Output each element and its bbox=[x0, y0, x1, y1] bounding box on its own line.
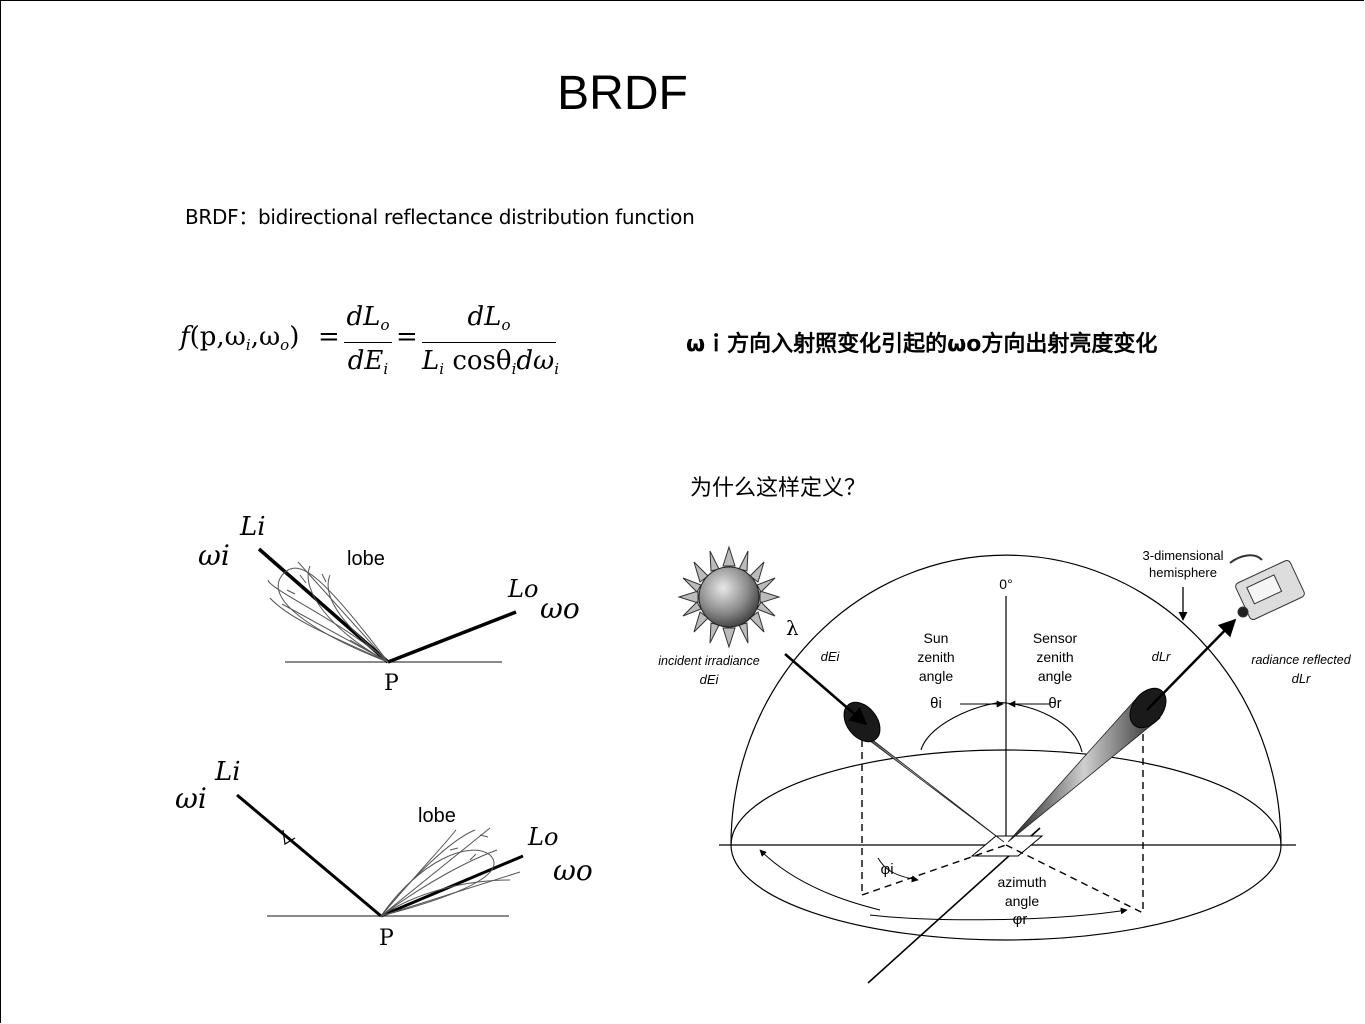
hemisphere-label-line2: hemisphere bbox=[1149, 565, 1217, 580]
lobe-shape-bottom bbox=[380, 827, 521, 917]
incident-ray-bottom bbox=[236, 793, 382, 918]
li-label-top: Li bbox=[239, 512, 266, 542]
lobe-diagram-bottom bbox=[236, 793, 524, 918]
den2-cos: cos bbox=[452, 346, 496, 376]
den2-L: L bbox=[422, 346, 440, 376]
lobe-label-bottom: lobe bbox=[418, 805, 456, 827]
reflected-ray-bottom bbox=[380, 854, 524, 918]
formula-equals-2: = bbox=[396, 322, 418, 352]
lo-label-top: Lo bbox=[507, 575, 538, 603]
incident-arrow-bottom bbox=[282, 829, 296, 845]
den1-text: dE bbox=[347, 346, 384, 376]
den2-domega-sub: i bbox=[554, 360, 560, 378]
den2-L-sub: i bbox=[439, 360, 445, 378]
azimuth-line1: azimuth bbox=[997, 874, 1046, 890]
fraction-2-bar bbox=[422, 342, 556, 343]
phi-i-label: φi bbox=[880, 861, 893, 878]
lobe-label-top: lobe bbox=[347, 548, 385, 570]
formula-f: f bbox=[180, 322, 190, 352]
formula-lhs: f(p,ωi,ωo) bbox=[180, 322, 299, 354]
sensor-zenith-line3: angle bbox=[1038, 668, 1072, 684]
reflected-ray-top bbox=[387, 610, 517, 664]
reflected-ray-arrow bbox=[1146, 618, 1237, 711]
num2-sub: o bbox=[501, 316, 511, 334]
sensor-zenith-line1: Sensor bbox=[1033, 630, 1078, 646]
theta-r-label: θr bbox=[1048, 695, 1061, 712]
slide-title: BRDF bbox=[557, 67, 688, 120]
fraction-1-bar bbox=[344, 342, 392, 343]
num2-text: dL bbox=[467, 302, 502, 332]
lobe-shape-top bbox=[267, 561, 389, 663]
brdf-formula: f(p,ωi,ωo) = dLo dEi = dLo Li cosθidωi bbox=[180, 300, 570, 390]
sensor-zenith-arc bbox=[1005, 702, 1083, 753]
fraction-1-numerator: dLo bbox=[344, 300, 392, 342]
radiance-reflected-label: radiance reflected bbox=[1251, 653, 1351, 667]
formula-close: ) bbox=[289, 322, 300, 352]
formula-args: (p,ω bbox=[189, 322, 246, 352]
den2-theta: θ bbox=[495, 346, 512, 376]
theta-i-label: θi bbox=[930, 695, 942, 712]
azimuth-phi-r-arc bbox=[869, 907, 1128, 921]
sun-zenith-line2: zenith bbox=[917, 649, 954, 665]
brdf-description: ωｉ方向入射照变化引起的ωo方向出射亮度变化 bbox=[686, 332, 1158, 357]
num1-sub: o bbox=[380, 316, 390, 334]
fraction-2-denominator: Li cosθidωi bbox=[422, 343, 560, 387]
wo-label-bottom: ωo bbox=[553, 854, 593, 887]
fraction-1-denominator: dEi bbox=[344, 343, 392, 387]
sun-icon bbox=[677, 545, 781, 649]
azimuth-phi-i-arc bbox=[877, 857, 919, 883]
den2-domega: dω bbox=[516, 346, 555, 376]
p-label-top: P bbox=[384, 671, 399, 696]
formula-comma: ,ω bbox=[250, 322, 281, 352]
formula-equals-1: = bbox=[318, 322, 340, 352]
formula-fraction-1: dLo dEi bbox=[344, 300, 392, 387]
sensor-camera-icon bbox=[1229, 554, 1305, 620]
p-label-bottom: P bbox=[379, 926, 394, 951]
dLr-ray-label: dLr bbox=[1152, 649, 1171, 664]
formula-sub-i: i bbox=[245, 336, 251, 354]
hemisphere-label-line1: 3-dimensional bbox=[1143, 548, 1224, 563]
sun-zenith-line1: Sun bbox=[924, 630, 949, 646]
wo-label-top: ωo bbox=[540, 592, 580, 625]
azimuth-left-arc bbox=[759, 849, 881, 911]
wi-label-top: ωi bbox=[198, 539, 230, 572]
zero-degree-label: 0° bbox=[999, 576, 1012, 592]
fraction-2-numerator: dLo bbox=[422, 300, 556, 342]
incident-ray-arrow bbox=[784, 653, 868, 726]
incident-irradiance-label: incident irradiance bbox=[658, 654, 759, 668]
dEi-ray-label: dEi bbox=[821, 649, 841, 664]
den2-theta-sub: i bbox=[511, 360, 517, 378]
hemisphere-labels: 3-dimensional hemisphere 0° λ incident i… bbox=[658, 548, 1351, 928]
phi-r-label: φr bbox=[1013, 911, 1028, 928]
den1-sub: i bbox=[383, 360, 389, 378]
radiance-dLr-label: dLr bbox=[1292, 671, 1311, 686]
hemisphere-diagram bbox=[719, 554, 1296, 984]
lobe-diagram-top bbox=[257, 547, 517, 664]
incident-dEi-label: dEi bbox=[700, 672, 720, 687]
wi-label-bottom: ωi bbox=[175, 782, 207, 815]
sensor-zenith-line2: zenith bbox=[1036, 649, 1073, 665]
lambda-label: λ bbox=[786, 616, 799, 640]
li-label-bottom: Li bbox=[214, 757, 241, 787]
sun-zenith-line3: angle bbox=[919, 668, 953, 684]
formula-sub-o: o bbox=[280, 336, 290, 354]
question-text: 为什么这样定义？ bbox=[690, 476, 867, 501]
num1-text: dL bbox=[346, 302, 381, 332]
lo-label-bottom: Lo bbox=[527, 823, 558, 851]
hemisphere-dome bbox=[730, 554, 1282, 846]
slide-subtitle: BRDF：bidirectional reflectance distribut… bbox=[185, 205, 695, 229]
formula-fraction-2: dLo Li cosθidωi bbox=[422, 300, 560, 387]
projection-lines bbox=[861, 710, 1144, 914]
azimuth-line2: angle bbox=[1005, 893, 1039, 909]
